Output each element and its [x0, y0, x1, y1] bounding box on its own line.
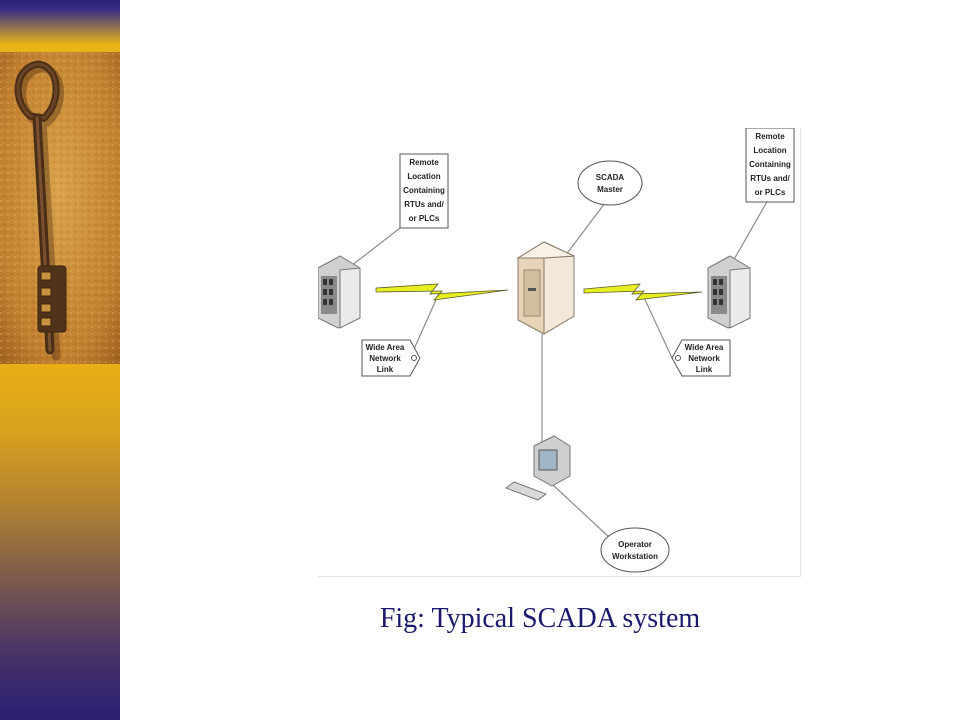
wan-right-callout: Wide Area Network Link	[671, 339, 731, 377]
wan-right-callout-line	[640, 290, 673, 359]
remote-rtu-cabinet-icon	[707, 255, 751, 329]
svg-text:Remote: Remote	[755, 132, 785, 141]
svg-text:Containing: Containing	[749, 160, 791, 169]
svg-text:Workstation: Workstation	[612, 552, 658, 561]
scada-diagram: Remote Location Containing RTUs and/ or …	[317, 127, 801, 577]
svg-text:or PLCs: or PLCs	[409, 214, 440, 223]
svg-text:Link: Link	[377, 365, 394, 374]
svg-text:Operator: Operator	[618, 540, 652, 549]
remote-rtu-cabinet-icon	[317, 255, 361, 329]
svg-text:Network: Network	[369, 354, 401, 363]
svg-text:RTUs and/: RTUs and/	[750, 174, 790, 183]
svg-text:SCADA: SCADA	[596, 173, 625, 182]
svg-text:Location: Location	[753, 146, 786, 155]
wan-left-callout-line	[409, 290, 441, 359]
svg-text:RTUs and/: RTUs and/	[404, 200, 444, 209]
svg-text:Network: Network	[688, 354, 720, 363]
operator-callout: Operator Workstation	[600, 527, 670, 573]
remote-right-callout: Remote Location Containing RTUs and/ or …	[745, 127, 795, 203]
remote-left-callout: Remote Location Containing RTUs and/ or …	[399, 153, 449, 229]
lightning-link-icon	[375, 283, 509, 301]
skeleton-key-photo	[0, 52, 120, 364]
svg-text:Remote: Remote	[409, 158, 439, 167]
scada-master-callout: SCADA Master	[577, 160, 643, 206]
svg-text:Location: Location	[407, 172, 440, 181]
remote-left-callout-line	[345, 227, 401, 271]
operator-callout-line	[552, 484, 611, 539]
svg-text:Wide Area: Wide Area	[685, 343, 724, 352]
svg-text:Link: Link	[696, 365, 713, 374]
svg-text:Master: Master	[597, 185, 623, 194]
workstation-icon	[504, 435, 571, 501]
svg-text:Containing: Containing	[403, 186, 445, 195]
wan-left-callout: Wide Area Network Link	[361, 339, 421, 377]
key-bit	[37, 265, 67, 333]
figure-caption: Fig: Typical SCADA system	[379, 603, 701, 634]
svg-text:or PLCs: or PLCs	[755, 188, 786, 197]
lightning-link-icon	[583, 283, 703, 301]
server-icon	[516, 241, 575, 335]
svg-text:Wide Area: Wide Area	[366, 343, 405, 352]
